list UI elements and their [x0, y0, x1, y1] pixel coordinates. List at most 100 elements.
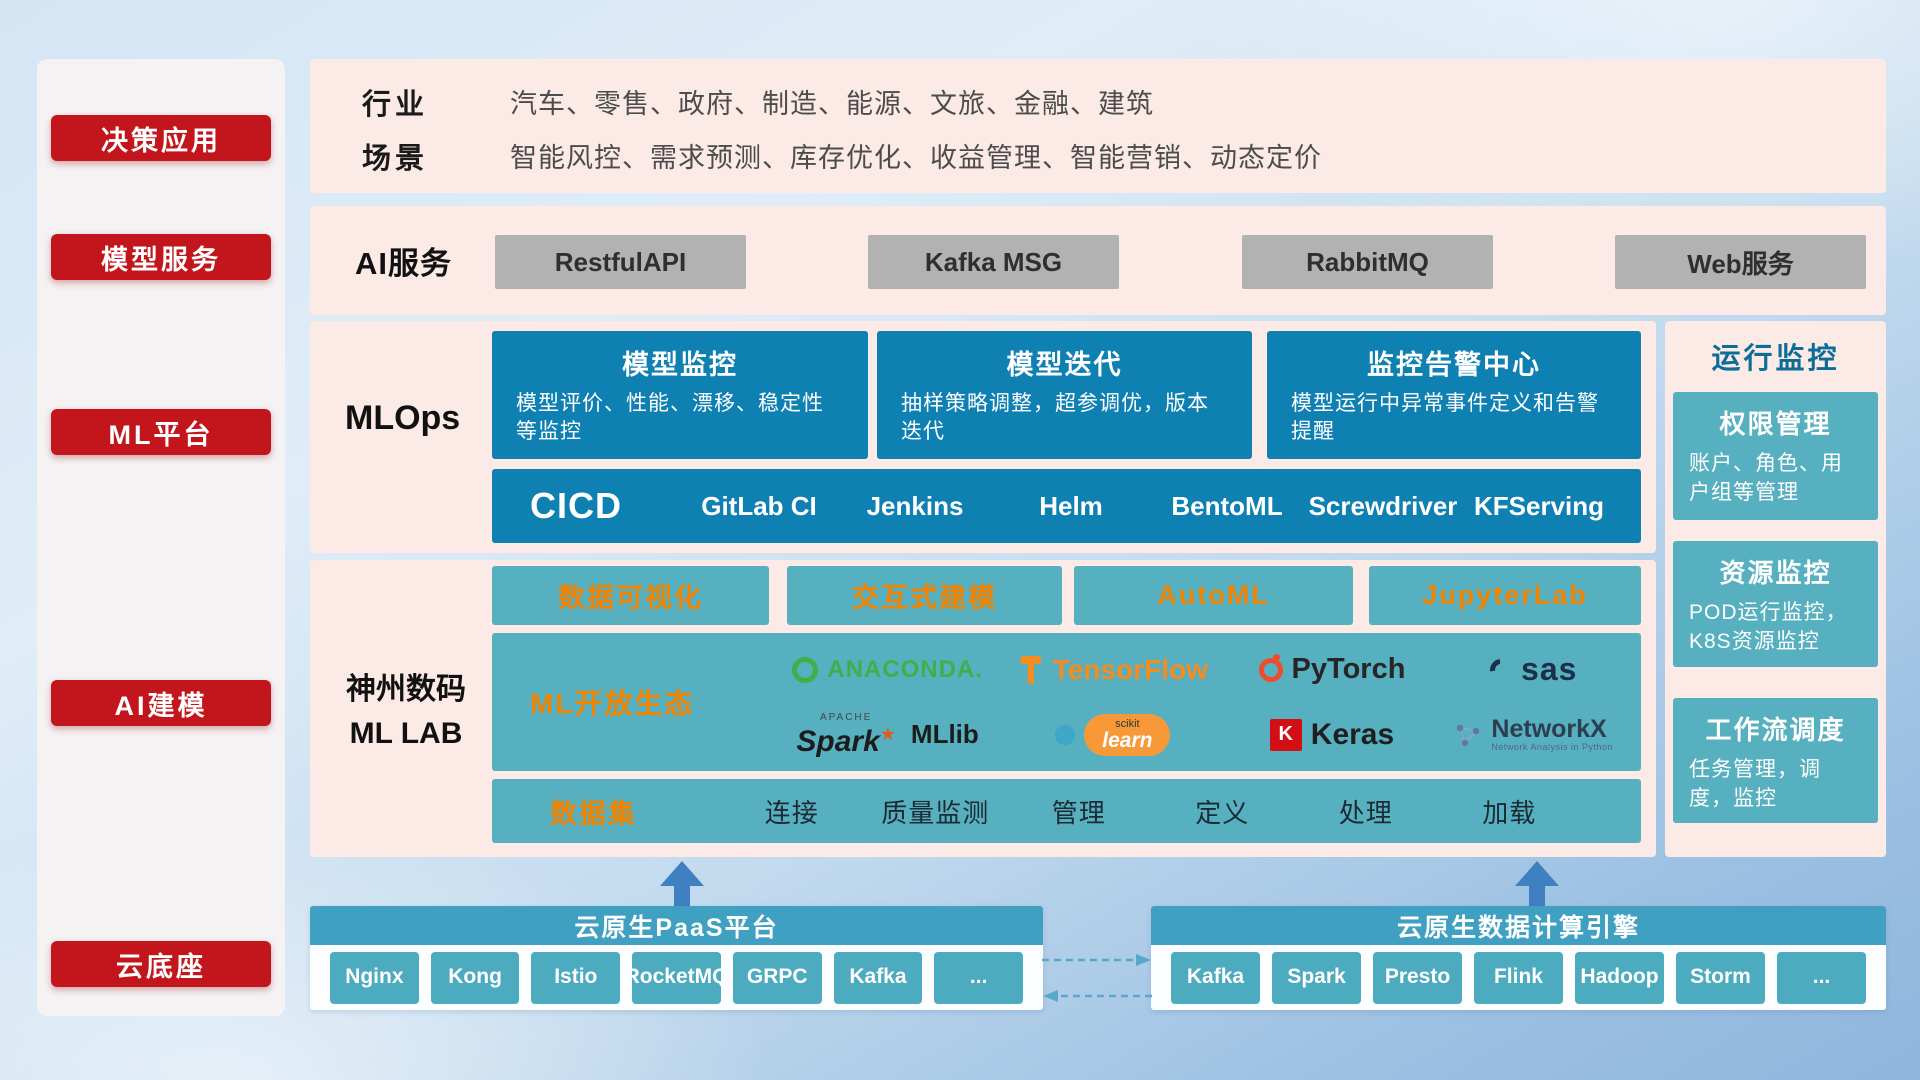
industry-label: 行业 [362, 89, 429, 121]
logo-pytorch: PyTorch [1228, 637, 1437, 702]
sas-swoosh-icon [1485, 654, 1517, 685]
scikit-learn-blob: scikit learn [1084, 713, 1171, 756]
networkx-wordmark: NetworkX Network Analysis in Python [1491, 714, 1613, 753]
dataset-manage: 管理 [1051, 797, 1106, 828]
spark-name: Spark★ [796, 725, 896, 757]
cicd-bentoml: BentoML [1171, 490, 1283, 521]
chip-rabbitmq: RabbitMQ [1242, 235, 1493, 289]
ml-lab-label-line2: ML LAB [349, 716, 463, 750]
card-title: 资源监控 [1719, 558, 1832, 588]
card-resource-monitoring: 资源监控 POD运行监控，K8S资源监控 [1673, 541, 1878, 667]
scikit-circle-icon [1055, 724, 1076, 745]
card-model-monitoring: 模型监控 模型评价、性能、漂移、稳定性等监控 [492, 331, 868, 459]
card-desc: 抽样策略调整，超参调优，版本迭代 [901, 392, 1209, 444]
chip-interactive-modeling: 交互式建模 [787, 566, 1062, 625]
ai-service-panel: AI服务 RestfulAPI Kafka MSG RabbitMQ Web服务 [310, 206, 1886, 315]
dataset-process: 处理 [1338, 797, 1393, 828]
chip-kafka-msg: Kafka MSG [868, 235, 1119, 289]
industry-scene-panel: 行业 汽车、零售、政府、制造、能源、文旅、金融、建筑 场景 智能风控、需求预测、… [310, 59, 1886, 193]
pytorch-flame-icon [1258, 653, 1283, 682]
layer-ai-modeling: AI建模 [51, 680, 271, 726]
scene-list: 智能风控、需求预测、库存优化、收益管理、智能营销、动态定价 [510, 143, 1322, 173]
dataset-connect: 连接 [764, 797, 819, 828]
chip-storm: Storm [1676, 951, 1765, 1004]
chip-restfulapi: RestfulAPI [495, 235, 746, 289]
card-desc: 任务管理，调度，监控 [1689, 758, 1821, 811]
arrow-head [1515, 861, 1559, 886]
keras-icon: K [1269, 718, 1302, 751]
logo-sas: sas [1436, 637, 1631, 702]
dataset-label: 数据集 [550, 798, 637, 829]
chip-web-service: Web服务 [1615, 235, 1866, 289]
mlops-label: MLOps [345, 399, 461, 437]
cicd-kfserving: KFServing [1473, 490, 1605, 521]
mlops-panel: MLOps 模型监控 模型评价、性能、漂移、稳定性等监控 模型迭代 抽样策略调整… [310, 321, 1656, 553]
cicd-helm: Helm [1039, 490, 1103, 521]
chip-kafka: Kafka [833, 951, 923, 1004]
spark-wordmark: APACHE Spark★ [796, 711, 896, 757]
left-layer-sidebar: 决策应用 模型服务 ML平台 AI建模 云底座 [37, 59, 285, 1016]
logo-scikit-learn: scikit learn [998, 702, 1227, 767]
networkx-name: NetworkX [1491, 714, 1607, 743]
ai-service-label: AI服务 [355, 246, 452, 281]
ml-open-ecosystem-box: ML开放生态 ANACONDA. TensorFlow PyTorch sas [492, 633, 1641, 771]
layer-cloud-base: 云底座 [51, 941, 271, 987]
cicd-jenkins: Jenkins [866, 490, 964, 521]
tensorflow-icon [1020, 655, 1041, 684]
keras-wordmark: Keras [1310, 717, 1395, 751]
ecosystem-logo-grid: ANACONDA. TensorFlow PyTorch sas APACHE [777, 637, 1631, 767]
spark-text: Spark [796, 724, 880, 758]
data-flow-dashed-arrows [1042, 954, 1152, 1002]
networkx-graph-icon [1457, 724, 1480, 746]
chip-grpc: GRPC [732, 951, 822, 1004]
sas-wordmark: sas [1521, 651, 1578, 687]
spark-star-icon: ★ [879, 723, 896, 744]
card-desc: POD运行监控，K8S资源监控 [1689, 601, 1848, 654]
tensorflow-wordmark: TensorFlow [1052, 653, 1208, 685]
ecosystem-title: ML开放生态 [530, 688, 695, 719]
card-desc: 模型评价、性能、漂移、稳定性等监控 [516, 392, 824, 444]
layer-ml-platform: ML平台 [51, 409, 271, 455]
chip-jupyterlab: JupyterLab [1369, 566, 1641, 625]
ml-lab-label: 神州数码 ML LAB [320, 668, 492, 755]
card-title: 权限管理 [1719, 409, 1832, 439]
card-title: 监控告警中心 [1367, 350, 1541, 380]
anaconda-ring-icon [792, 656, 819, 683]
cloud-data-engine-panel: 云原生数据计算引擎 Kafka Spark Presto Flink Hadoo… [1151, 906, 1886, 1010]
cicd-bar: CICD GitLab CI Jenkins Helm BentoML Scre… [492, 469, 1641, 543]
chip-kafka: Kafka [1171, 951, 1260, 1004]
learn-text: learn [1102, 728, 1153, 752]
chip-automl: AutoML [1074, 566, 1353, 625]
layer-model-service: 模型服务 [51, 234, 271, 280]
cicd-gitlab-ci: GitLab CI [701, 490, 817, 521]
card-alert-center: 监控告警中心 模型运行中异常事件定义和告警提醒 [1267, 331, 1641, 459]
scene-label: 场景 [362, 143, 429, 175]
dataset-define: 定义 [1195, 797, 1250, 828]
dataset-load: 加载 [1482, 797, 1537, 828]
chip-kong: Kong [430, 951, 520, 1004]
arrow-stem [1529, 886, 1545, 906]
logo-networkx: NetworkX Network Analysis in Python [1436, 702, 1631, 767]
card-model-iteration: 模型迭代 抽样策略调整，超参调优，版本迭代 [877, 331, 1252, 459]
ml-lab-panel: 神州数码 ML LAB 数据可视化 交互式建模 AutoML JupyterLa… [310, 560, 1656, 857]
chip-flink: Flink [1474, 951, 1563, 1004]
cloud-paas-panel: 云原生PaaS平台 Nginx Kong Istio RocketMQ GRPC… [310, 906, 1043, 1010]
mllib-wordmark: MLlib [910, 719, 979, 749]
paas-title: 云原生PaaS平台 [310, 906, 1043, 945]
runtime-monitoring-column: 运行监控 权限管理 账户、角色、用户组等管理 资源监控 POD运行监控，K8S资… [1665, 321, 1886, 857]
paas-components: Nginx Kong Istio RocketMQ GRPC Kafka ... [310, 945, 1043, 1010]
apache-label: APACHE [819, 711, 873, 723]
logo-tensorflow: TensorFlow [998, 637, 1227, 702]
up-arrow-right [1515, 861, 1559, 906]
dataset-quality: 质量监测 [881, 797, 990, 828]
chip-presto: Presto [1373, 951, 1462, 1004]
up-arrow-left [660, 861, 704, 906]
card-permission-management: 权限管理 账户、角色、用户组等管理 [1673, 392, 1878, 520]
engine-components: Kafka Spark Presto Flink Hadoop Storm ..… [1151, 945, 1886, 1010]
card-workflow-scheduling: 工作流调度 任务管理，调度，监控 [1673, 698, 1878, 823]
chip-more: ... [1777, 951, 1866, 1004]
chip-data-visualization: 数据可视化 [492, 566, 769, 625]
industry-list: 汽车、零售、政府、制造、能源、文旅、金融、建筑 [510, 89, 1154, 119]
chip-nginx: Nginx [330, 951, 419, 1004]
